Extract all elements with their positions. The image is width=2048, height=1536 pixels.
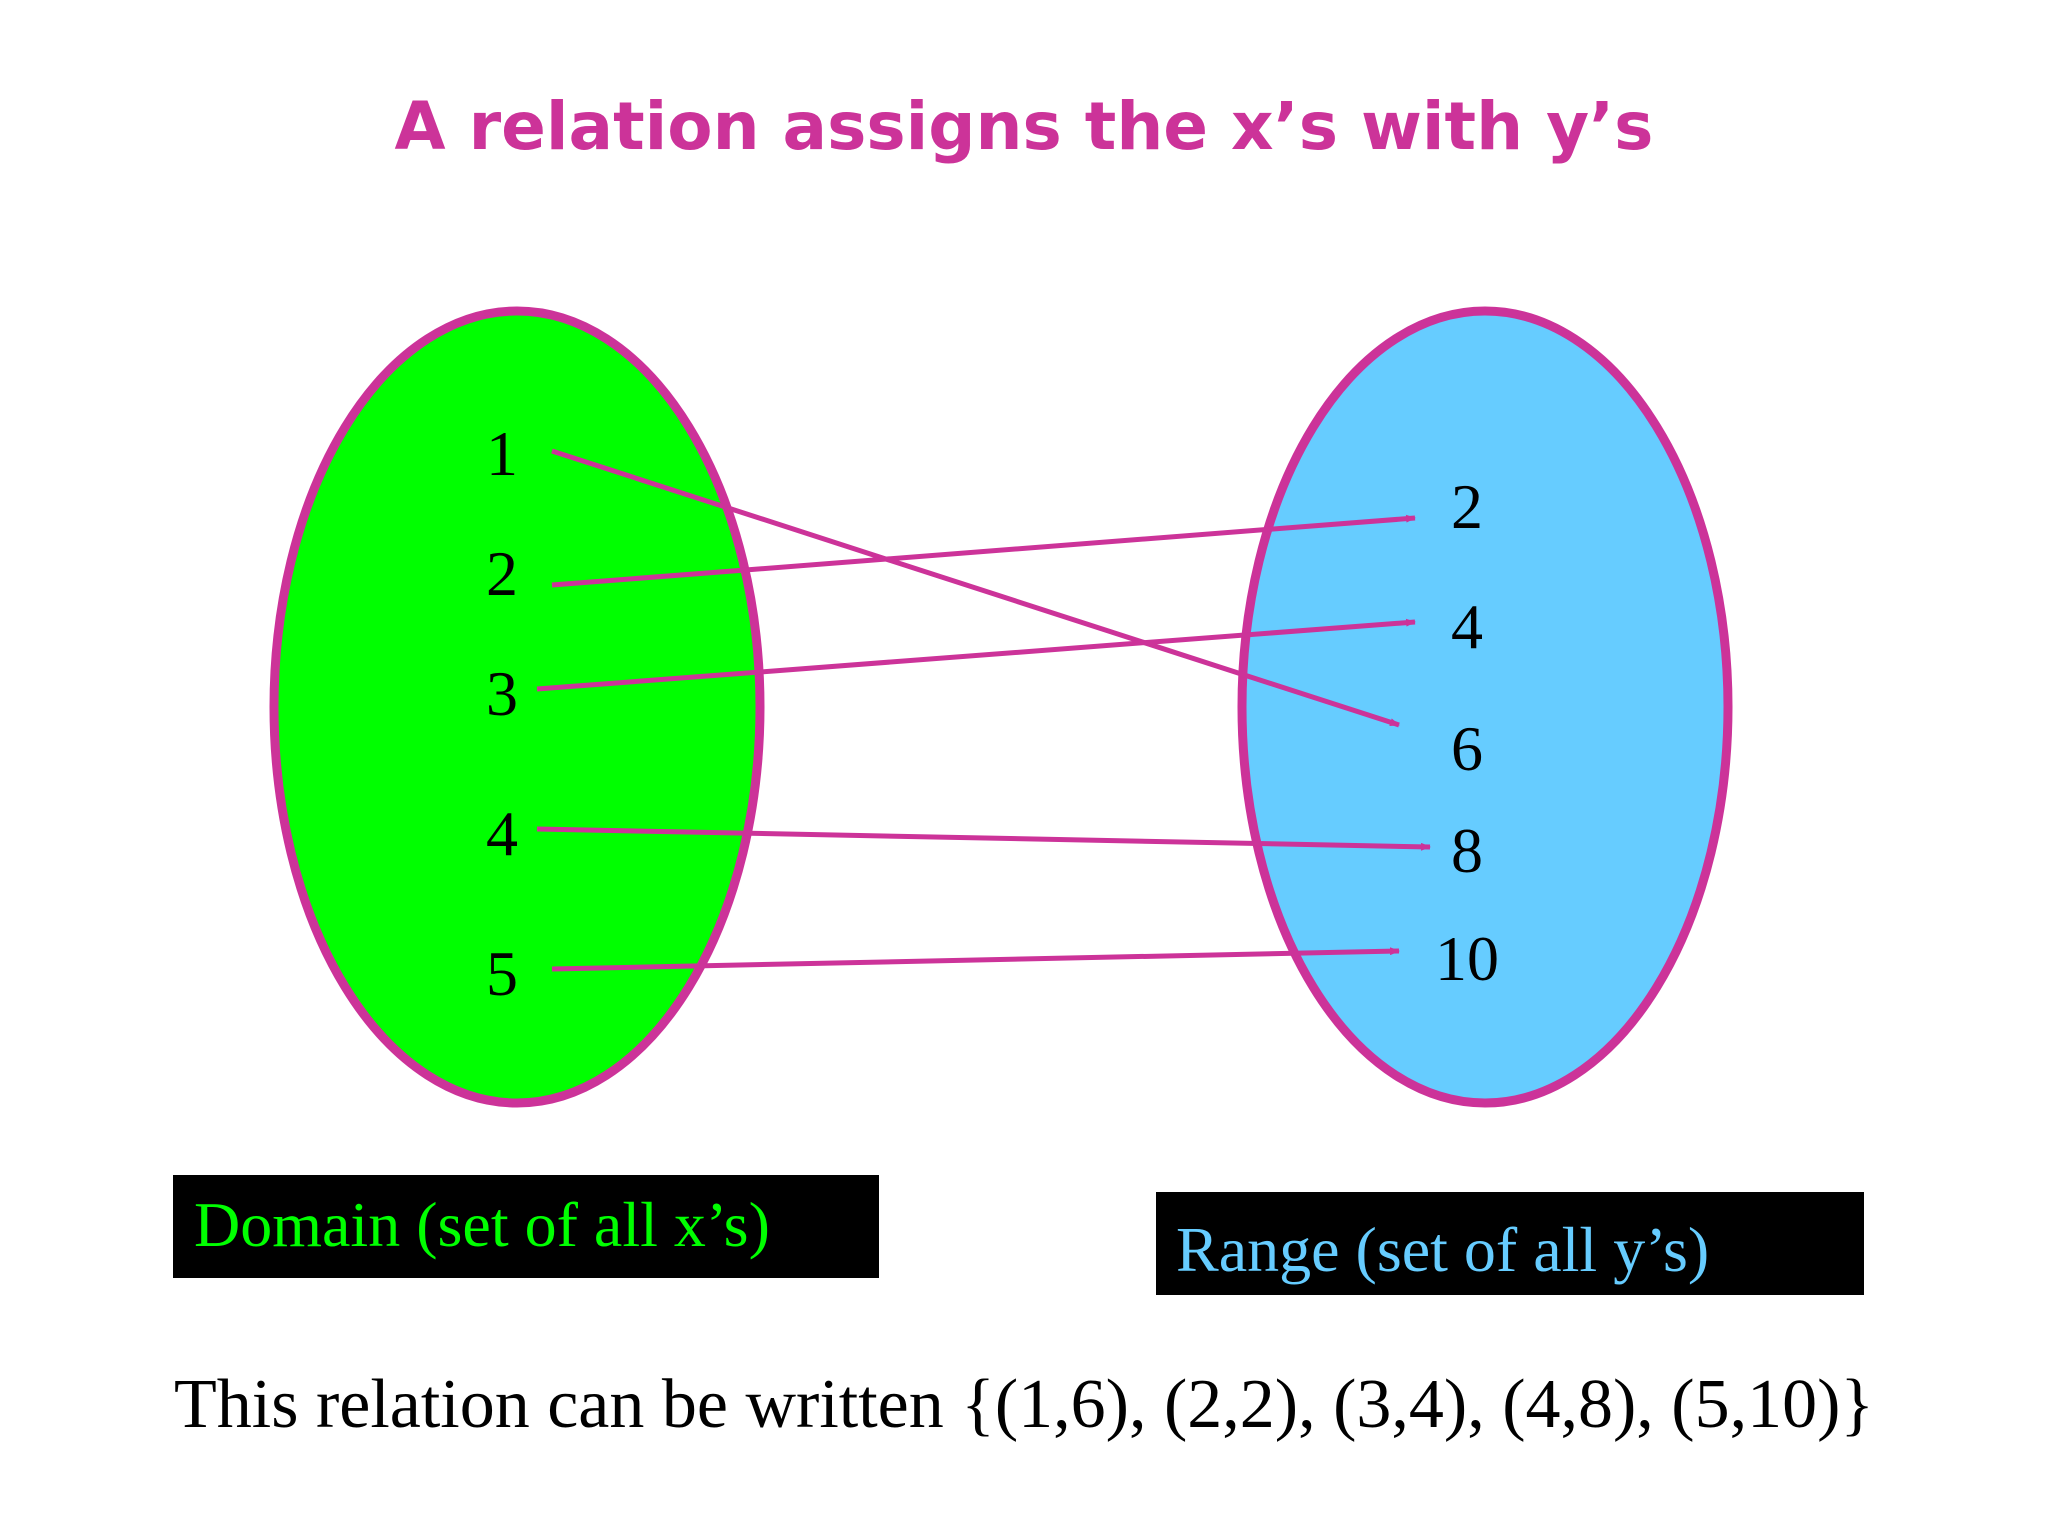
domain-value: 4 [486, 798, 518, 869]
range-value: 2 [1451, 471, 1483, 542]
domain-value: 1 [486, 418, 518, 489]
domain-values: 1 2 3 4 5 [486, 418, 518, 1009]
relation-caption: This relation can be written {(1,6), (2,… [174, 1366, 1875, 1443]
slide-title: A relation assigns the x’s with y’s [394, 88, 1654, 165]
arrow-3-to-4 [536, 618, 1416, 692]
range-value: 8 [1451, 815, 1483, 886]
range-label: Range (set of all y’s) [1156, 1192, 1864, 1295]
range-value: 4 [1451, 591, 1483, 662]
arrow-2-to-2 [551, 514, 1416, 588]
range-values: 2 4 6 8 10 [1435, 471, 1499, 994]
mapping-arrows [536, 448, 1431, 972]
domain-oval [269, 306, 765, 1108]
domain-label: Domain (set of all x’s) [173, 1175, 879, 1278]
arrow-4-to-8 [536, 826, 1431, 851]
domain-value: 2 [486, 538, 518, 609]
domain-value: 3 [486, 658, 518, 729]
arrow-5-to-10 [551, 947, 1400, 972]
range-value: 6 [1451, 713, 1483, 784]
arrow-1-to-6 [551, 448, 1400, 728]
range-oval [1237, 306, 1733, 1108]
range-value: 10 [1435, 923, 1499, 994]
domain-value: 5 [486, 938, 518, 1009]
